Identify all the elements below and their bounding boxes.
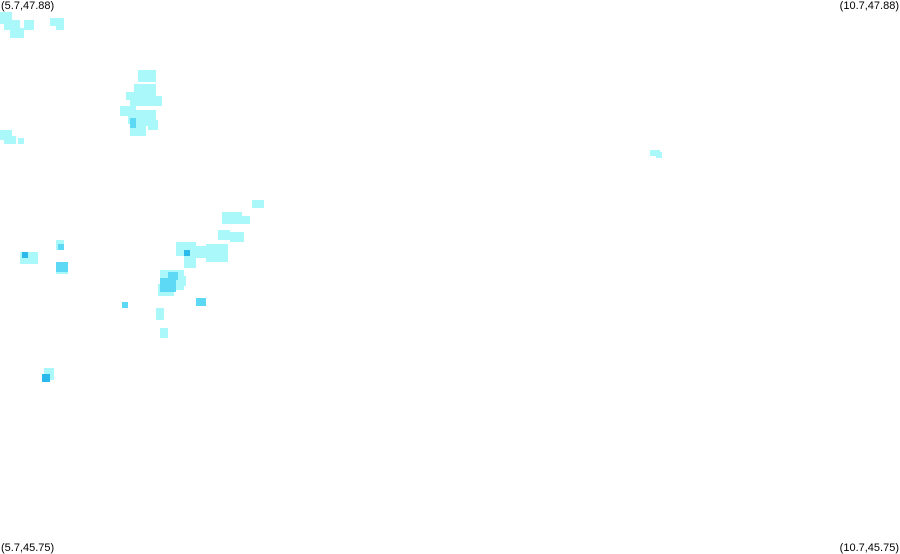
- corner-label-top-left: (5.7,47.88): [1, 0, 55, 12]
- raster-cell: [58, 244, 64, 250]
- raster-cell: [24, 20, 34, 30]
- raster-cells: [0, 12, 662, 382]
- raster-cell: [160, 278, 176, 292]
- raster-cell: [184, 250, 190, 256]
- raster-cell: [148, 120, 158, 130]
- raster-cell: [122, 302, 128, 308]
- raster-cell: [134, 84, 156, 98]
- raster-cell: [192, 246, 208, 258]
- raster-cell: [206, 244, 228, 262]
- raster-cell: [130, 96, 162, 106]
- raster-cell: [18, 138, 24, 144]
- corner-label-bottom-right: (10.7,45.75): [839, 542, 899, 554]
- raster-cell: [160, 328, 168, 338]
- raster-cell: [50, 18, 64, 26]
- raster-cell: [230, 232, 244, 242]
- raster-cell: [130, 118, 136, 128]
- raster-cell: [252, 200, 264, 208]
- raster-cell: [142, 116, 150, 126]
- raster-cell: [656, 152, 662, 158]
- raster-cell: [218, 230, 230, 240]
- raster-cell: [138, 70, 156, 82]
- raster-cell: [176, 242, 196, 256]
- raster-cell: [234, 216, 250, 224]
- raster-cell: [4, 20, 20, 30]
- raster-cell: [10, 28, 24, 38]
- raster-cell: [4, 136, 16, 144]
- corner-label-top-right: (10.7,47.88): [839, 0, 899, 12]
- raster-cell: [184, 256, 196, 268]
- raster-cell: [56, 262, 68, 272]
- raster-cell: [42, 374, 50, 382]
- raster-cell: [176, 276, 186, 286]
- raster-cell: [156, 308, 164, 320]
- raster-cell: [22, 252, 28, 258]
- raster-cell: [168, 272, 178, 280]
- raster-cell: [650, 150, 660, 156]
- corner-label-bottom-left: (5.7,45.75): [1, 542, 55, 554]
- raster-cell: [196, 298, 206, 306]
- raster-cell: [56, 24, 64, 30]
- raster-cell: [0, 130, 12, 140]
